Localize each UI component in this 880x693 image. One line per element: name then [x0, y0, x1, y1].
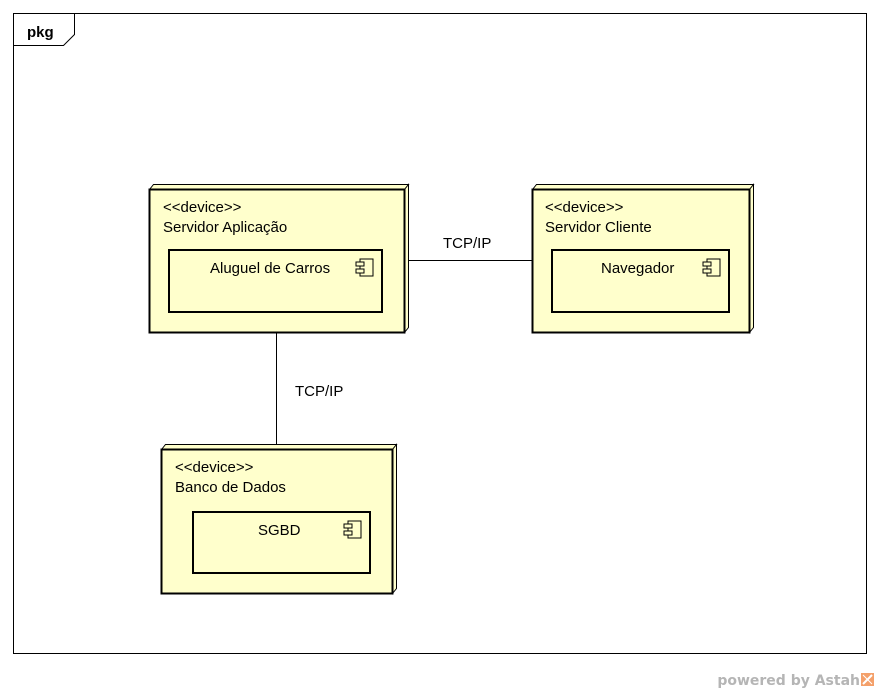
node-app-server[interactable]: <<device>> Servidor Aplicação Aluguel de…	[148, 183, 410, 334]
component-sgbd[interactable]: SGBD	[192, 511, 371, 574]
component-navegador[interactable]: Navegador	[551, 249, 730, 313]
link-app-database[interactable]: TCP/IP	[276, 332, 344, 449]
watermark-text: powered by Astah	[717, 673, 860, 689]
component-sgbd-label: SGBD	[258, 522, 301, 539]
link-app-database-label: TCP/IP	[295, 383, 343, 400]
node-client-server-stereotype: <<device>>	[545, 199, 624, 216]
component-aluguel-de-carros-label: Aluguel de Carros	[210, 260, 330, 277]
component-aluguel-de-carros[interactable]: Aluguel de Carros	[168, 249, 383, 313]
component-icon	[702, 258, 721, 277]
frame-label: pkg	[27, 24, 54, 41]
node-database[interactable]: <<device>> Banco de Dados SGBD	[160, 443, 398, 595]
node-client-server[interactable]: <<device>> Servidor Cliente Navegador	[531, 183, 755, 334]
component-navegador-label: Navegador	[601, 260, 674, 277]
component-icon	[355, 258, 374, 277]
component-icon	[343, 520, 362, 539]
node-database-stereotype: <<device>>	[175, 459, 254, 476]
node-app-server-stereotype: <<device>>	[163, 199, 242, 216]
astah-logo-icon	[861, 673, 874, 686]
node-database-name: Banco de Dados	[175, 479, 286, 496]
link-app-client[interactable]: TCP/IP	[404, 235, 533, 261]
node-client-server-name: Servidor Cliente	[545, 219, 652, 236]
node-app-server-name: Servidor Aplicação	[163, 219, 287, 236]
astah-watermark: powered by Astah	[717, 673, 874, 689]
frame-tab	[13, 13, 75, 46]
link-app-client-label: TCP/IP	[443, 235, 491, 252]
